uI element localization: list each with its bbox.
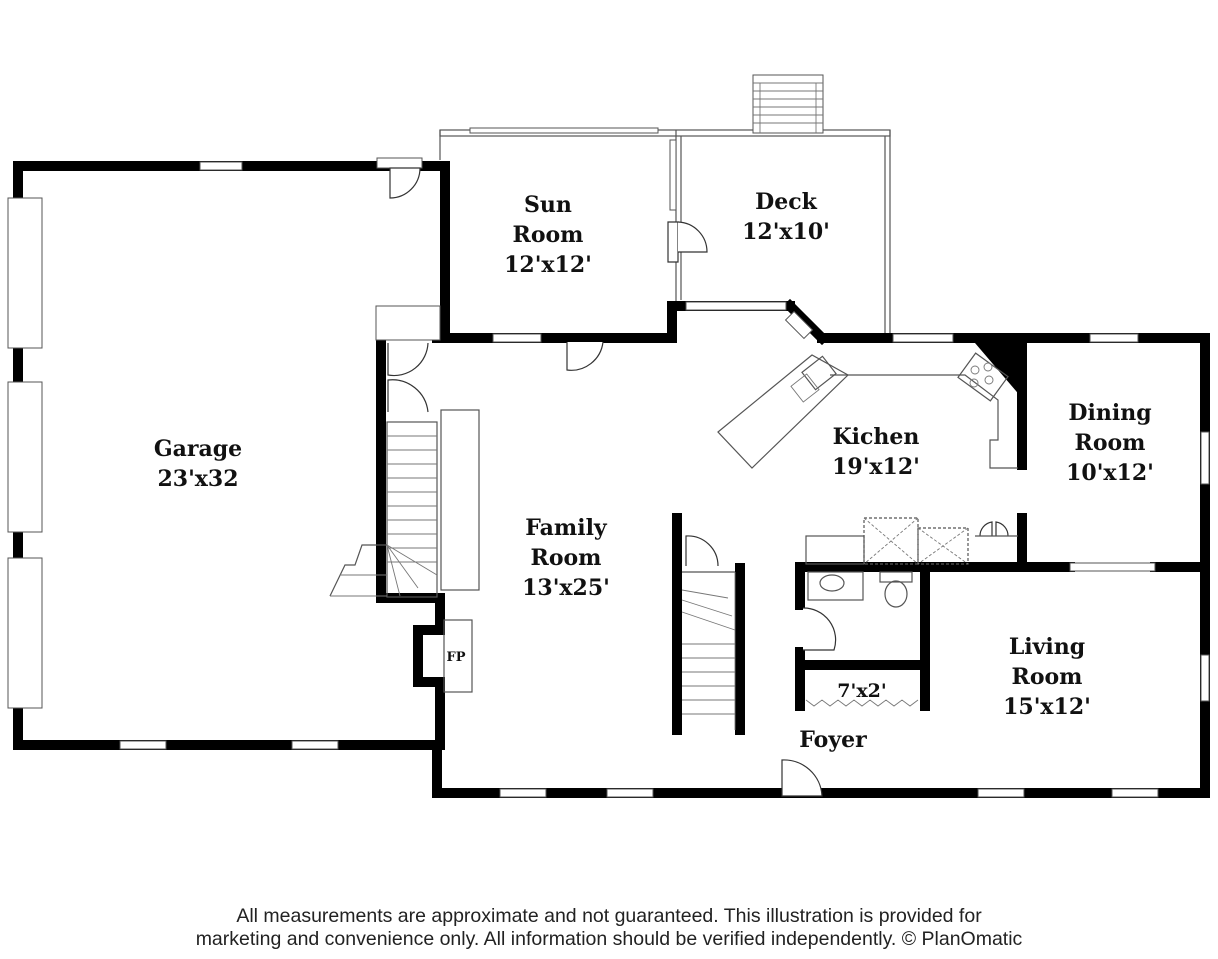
closet-bifold (805, 699, 919, 707)
dining-room-dims: 10'x12' (1066, 460, 1154, 486)
family-room-name-1: Family (525, 515, 608, 541)
living-room-name-1: Living (1009, 634, 1085, 660)
deck-stairs (752, 74, 824, 134)
deck-dims: 12'x10' (742, 219, 830, 245)
left-stairs (329, 409, 480, 598)
exterior-walls (13, 161, 1210, 798)
fireplace-label: FP (446, 650, 465, 665)
deck-outline (439, 127, 891, 335)
disclaimer-line-2: marketing and convenience only. All info… (195, 928, 1023, 950)
doors (375, 157, 1018, 797)
disclaimer: All measurements are approximate and not… (0, 905, 1218, 951)
foyer-name: Foyer (799, 727, 867, 753)
living-room-name-2: Room (1012, 664, 1083, 690)
closet-dims: 7'x2' (837, 680, 886, 702)
sun-room-name-2: Room (513, 222, 584, 248)
disclaimer-line-1: All measurements are approximate and not… (236, 905, 982, 927)
kitchen-angled-wall (782, 298, 830, 346)
family-room-name-2: Room (531, 545, 602, 571)
kitchen-cabinets (805, 517, 969, 565)
dining-room-name-1: Dining (1068, 400, 1151, 426)
garage-dims: 23'x32 (157, 466, 238, 492)
kitchen-name: Kichen (833, 424, 920, 450)
kitchen-counters (717, 352, 1018, 469)
bath-fixtures (807, 571, 913, 608)
sun-room-dims: 12'x12' (504, 252, 592, 278)
windows (7, 161, 1210, 798)
kitchen-dims: 19'x12' (832, 454, 920, 480)
living-room-dims: 15'x12' (1003, 694, 1091, 720)
sun-room-name-1: Sun (524, 192, 572, 218)
fireplace (443, 619, 473, 693)
interior-walls (672, 338, 1210, 735)
garage-name: Garage (154, 436, 242, 462)
dining-room-name-2: Room (1075, 430, 1146, 456)
room-labels: Garage 23'x32 Sun Room 12'x12' Deck 12'x… (154, 189, 1154, 753)
deck-name: Deck (755, 189, 817, 215)
central-stairs (681, 571, 741, 730)
family-room-dims: 13'x25' (522, 575, 610, 601)
